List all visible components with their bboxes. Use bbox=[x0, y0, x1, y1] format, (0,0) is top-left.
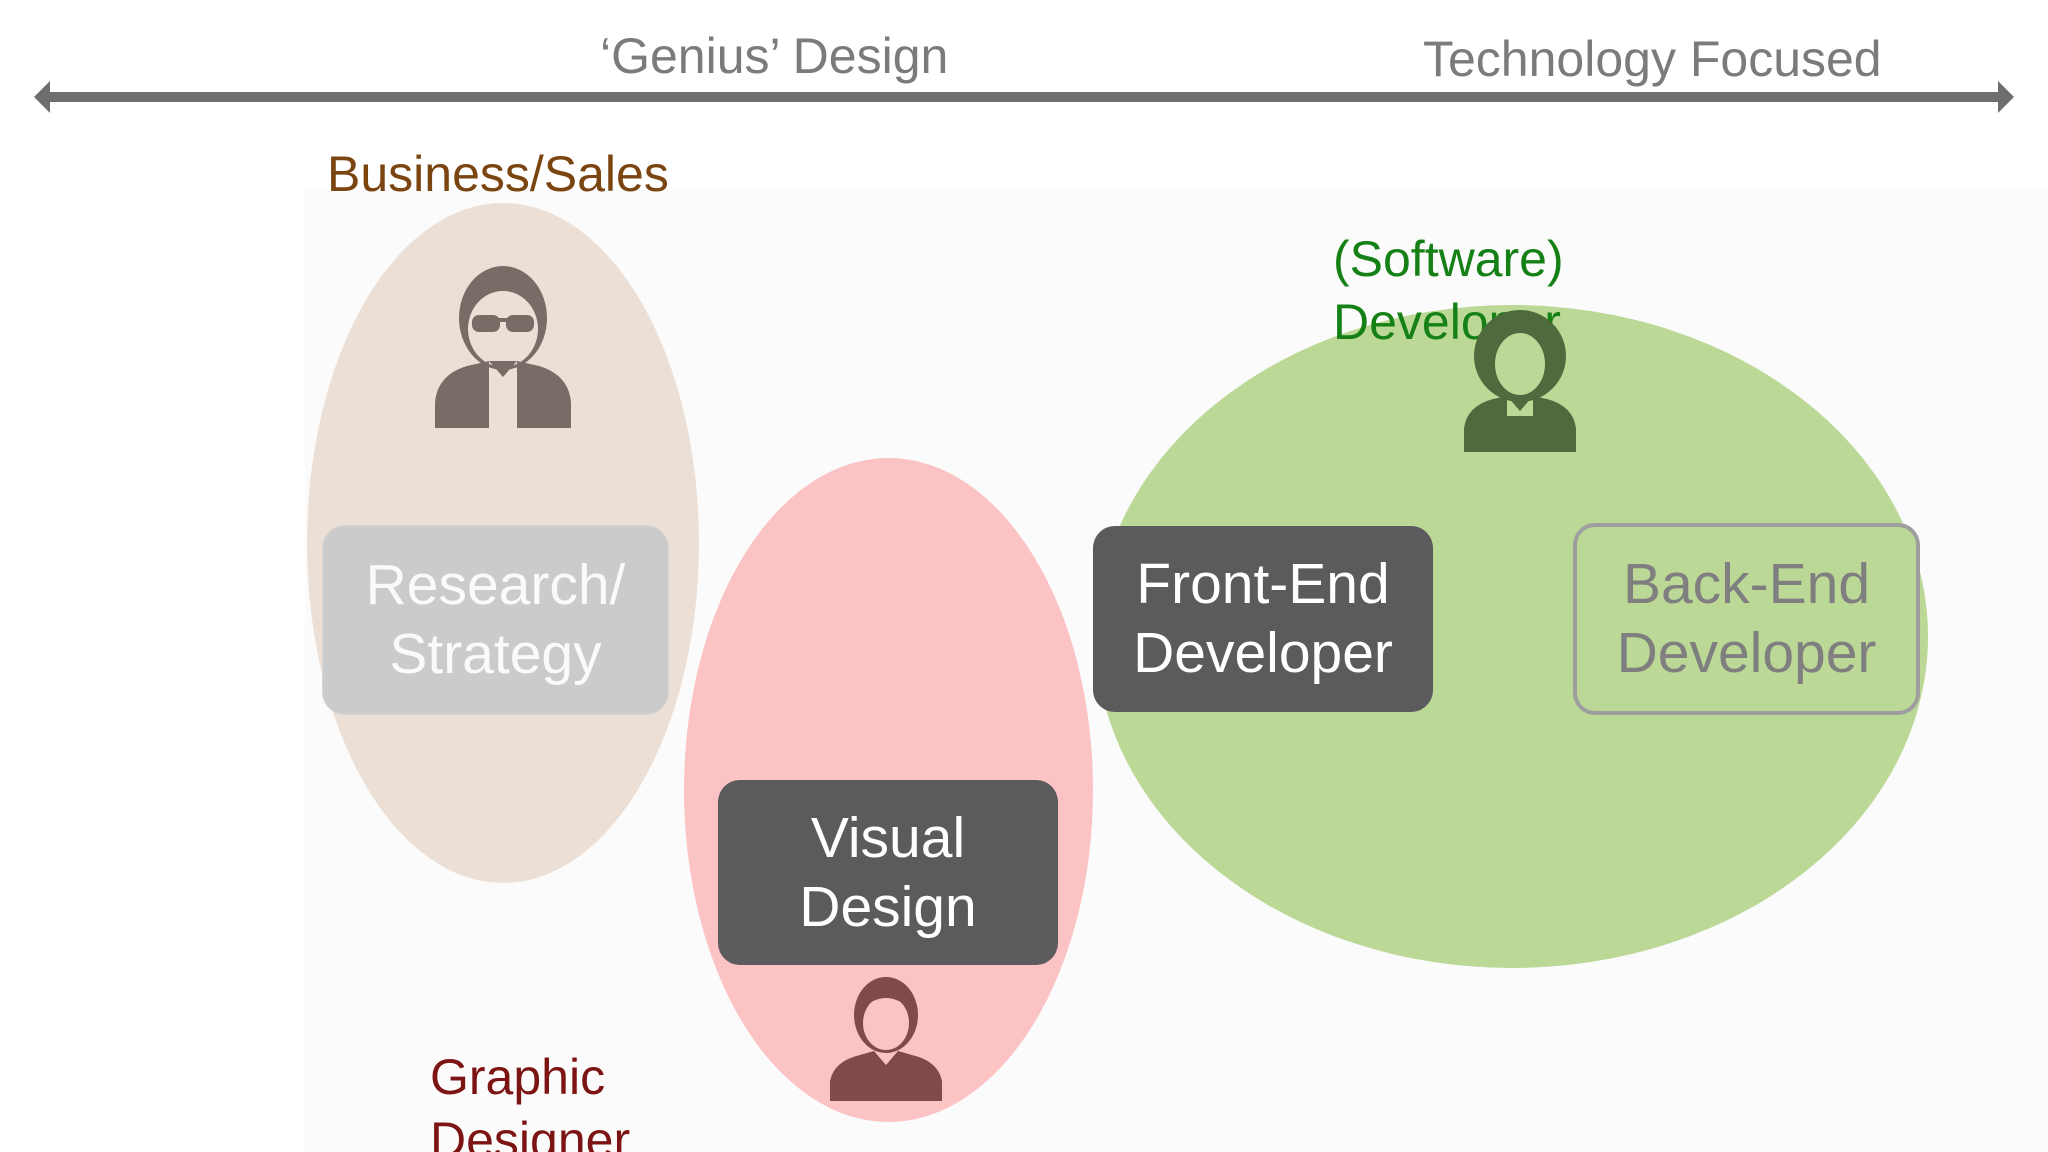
spectrum-arrowhead-right bbox=[1998, 81, 2014, 113]
front-end-developer-label: Front-End Developer bbox=[1133, 552, 1393, 685]
graphic-designer-label: Graphic Designer bbox=[430, 1049, 631, 1152]
research-strategy-box: Research/ Strategy bbox=[323, 526, 668, 714]
research-strategy-label: Research/ Strategy bbox=[365, 553, 626, 686]
spectrum-arrow bbox=[34, 81, 2014, 113]
back-end-developer-box: Back-End Developer bbox=[1573, 523, 1920, 715]
graphic-designer-person-icon bbox=[828, 977, 944, 1101]
spectrum-left-label: ‘Genius’ Design bbox=[600, 28, 949, 84]
developer-person-icon bbox=[1463, 310, 1578, 452]
visual-design-label: Visual Design bbox=[799, 805, 977, 939]
visual-design-box: Visual Design bbox=[718, 780, 1058, 965]
business-sales-label: Business/Sales bbox=[327, 146, 669, 202]
person-with-sunglasses-icon bbox=[433, 263, 573, 428]
back-end-developer-label: Back-End Developer bbox=[1616, 552, 1877, 685]
spectrum-right-label: Technology Focused bbox=[1423, 31, 1882, 87]
front-end-developer-box: Front-End Developer bbox=[1093, 526, 1433, 712]
spectrum-arrowhead-left bbox=[34, 81, 50, 113]
